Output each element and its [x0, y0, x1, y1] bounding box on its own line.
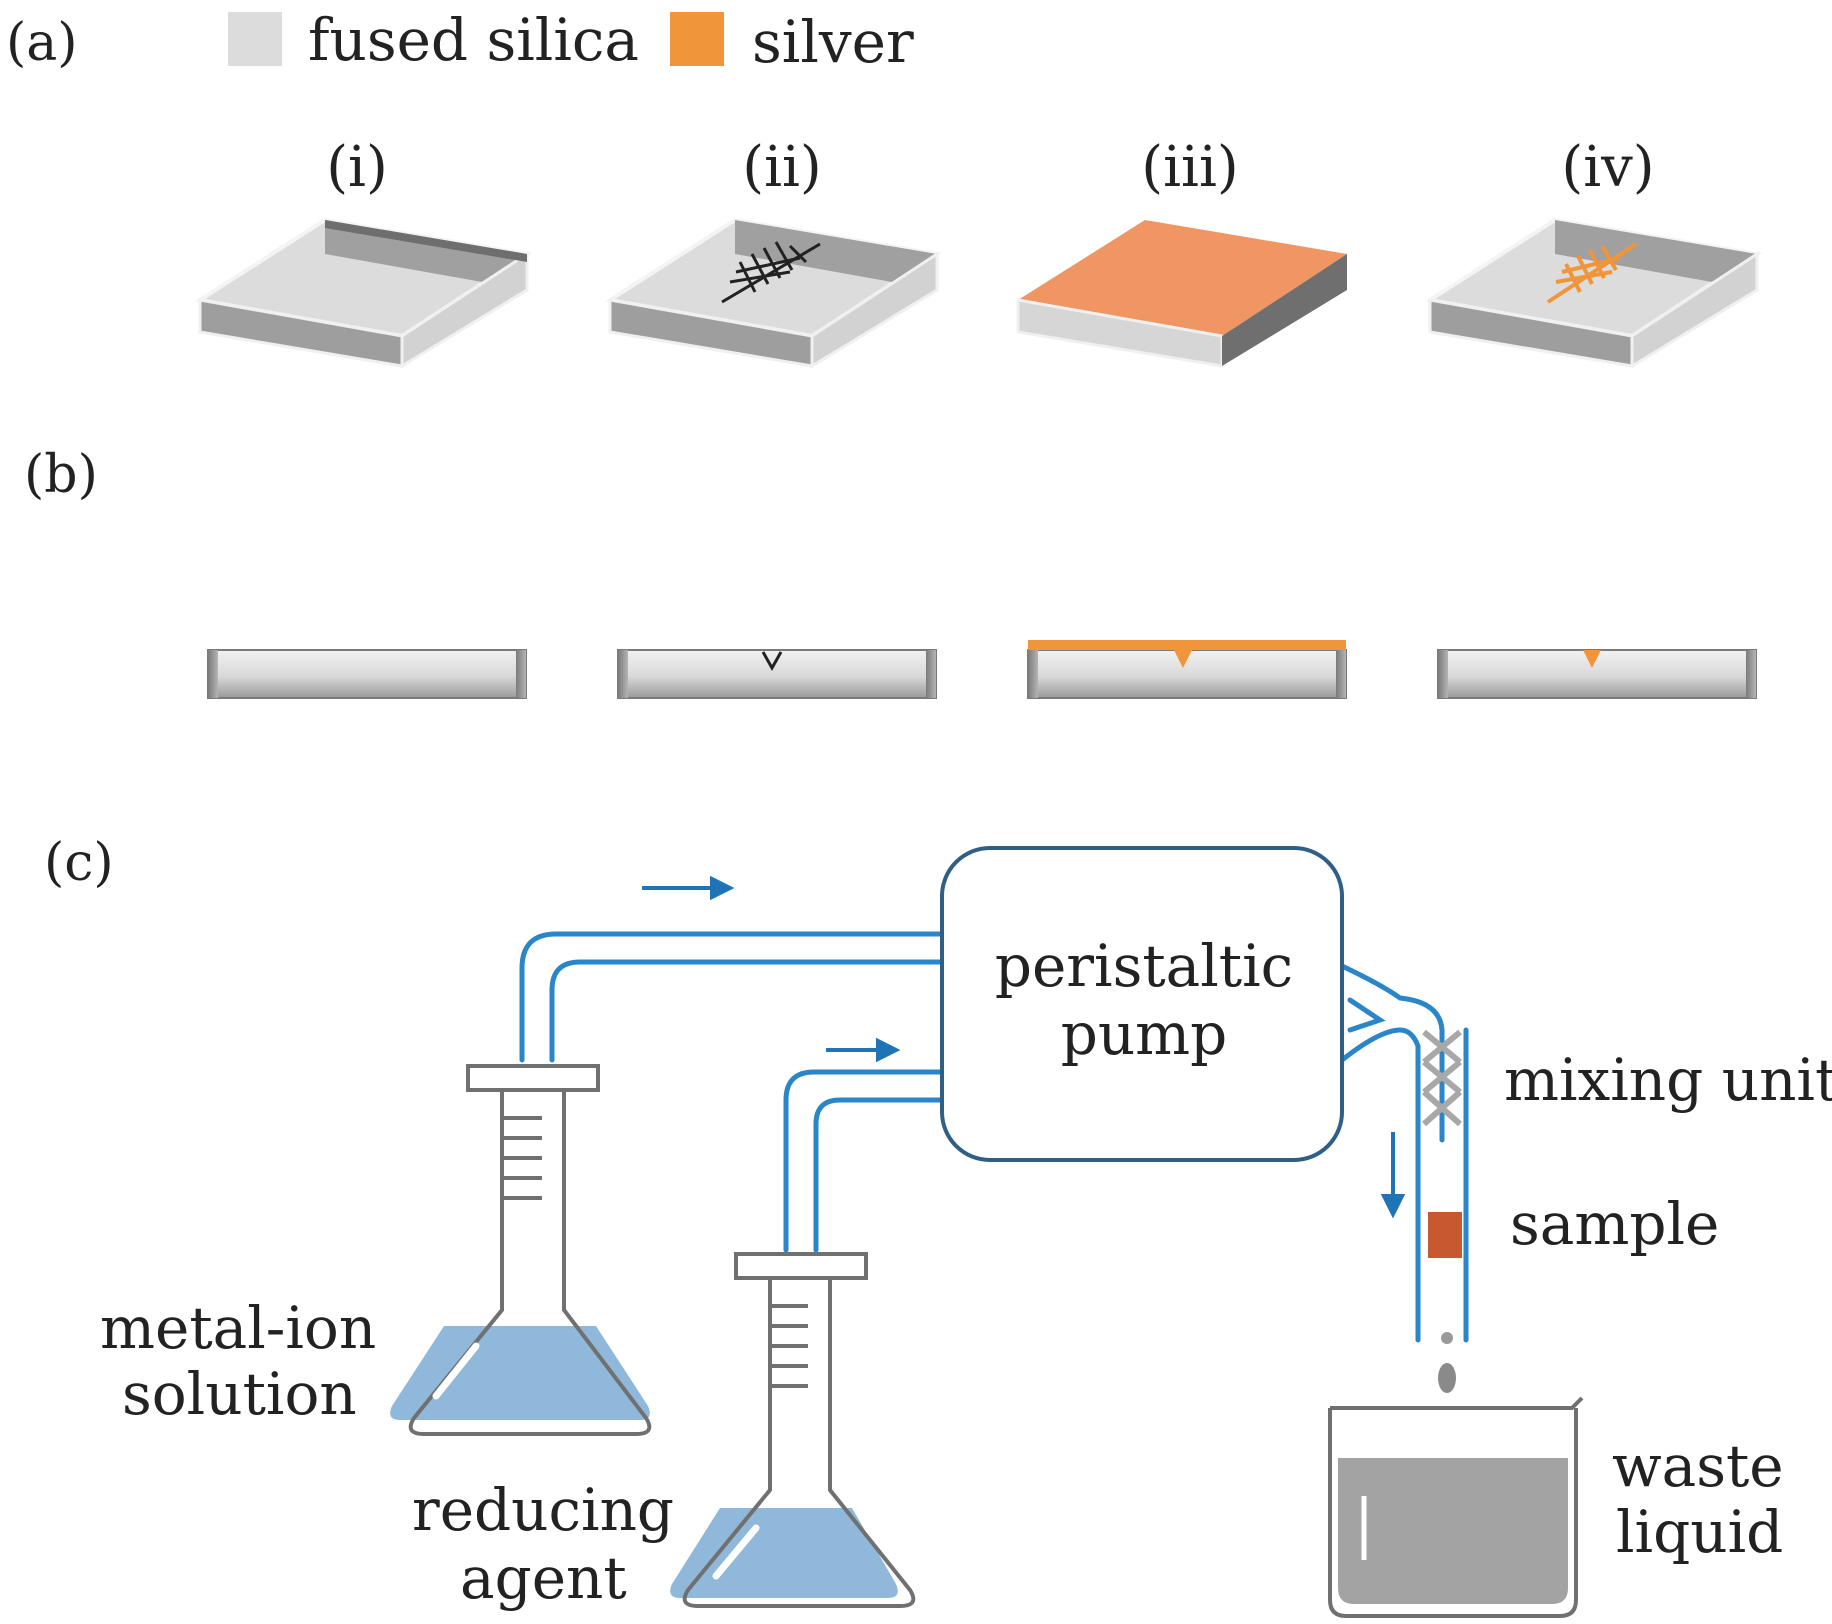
legend: fused silica silver [228, 6, 914, 76]
silver-layer [1028, 640, 1346, 650]
peristaltic-pump: peristaltic pump [940, 846, 1344, 1162]
metal-ion-flask-icon [390, 1064, 652, 1436]
legend-swatch-silver [670, 12, 724, 66]
pump-label-line2: pump [1061, 1000, 1228, 1068]
plate-iv-silver-pattern [1424, 217, 1763, 369]
waste-beaker-icon [1328, 1396, 1584, 1618]
laser-pattern-icon [721, 241, 821, 304]
plate-iii-silver-coated [1016, 220, 1347, 368]
metal-ion-label-line1: metal-ion [100, 1294, 376, 1362]
flow-arrow-down-icon [1380, 1132, 1406, 1219]
legend-label-silver: silver [752, 8, 914, 76]
tube-output [1339, 963, 1469, 1343]
mixing-unit-label: mixing unit [1504, 1046, 1832, 1114]
sample-label: sample [1510, 1190, 1719, 1258]
panel-label-b: (b) [24, 445, 98, 505]
silver-filled-groove-icon [1583, 650, 1601, 668]
waste-label-line1: waste [1612, 1432, 1784, 1500]
silver-pattern-icon [1546, 242, 1638, 304]
plate-ii-laser-written [604, 217, 943, 369]
reducing-agent-label-line2: agent [460, 1544, 627, 1612]
cross-section-ii [617, 649, 937, 699]
reducing-agent-flask-icon [670, 1252, 916, 1608]
pump-label-line1: peristaltic [995, 932, 1293, 1000]
step-label-iv: (iv) [1561, 135, 1654, 200]
flow-arrow-right-icon [826, 1037, 901, 1063]
legend-label-fused-silica: fused silica [308, 6, 639, 74]
legend-swatch-fused-silica [228, 12, 282, 66]
reducing-agent-label-line1: reducing [412, 1476, 674, 1544]
waste-label-line2: liquid [1616, 1498, 1783, 1566]
flow-arrow-right-icon [642, 875, 735, 901]
plate-i-fused-silica [194, 217, 533, 369]
mixing-unit-icon [1422, 1029, 1462, 1127]
step-label-i: (i) [326, 135, 388, 200]
cross-section-iii [1027, 640, 1347, 699]
groove-icon [761, 651, 783, 672]
tube-metal-ion [519, 931, 945, 1063]
sample-icon [1428, 1212, 1462, 1258]
step-label-iii: (iii) [1141, 135, 1238, 200]
silver-filled-groove-icon [1174, 650, 1192, 668]
panel-label-a: (a) [6, 13, 78, 73]
tube-reducing-agent [783, 1069, 945, 1253]
cross-section-i [207, 649, 527, 699]
cross-section-iv [1437, 649, 1757, 699]
panel-label-c: (c) [44, 833, 114, 893]
step-label-ii: (ii) [742, 135, 822, 200]
drop-icon [1441, 1332, 1453, 1344]
metal-ion-label-line2: solution [122, 1360, 357, 1428]
drop-icon [1438, 1363, 1456, 1393]
